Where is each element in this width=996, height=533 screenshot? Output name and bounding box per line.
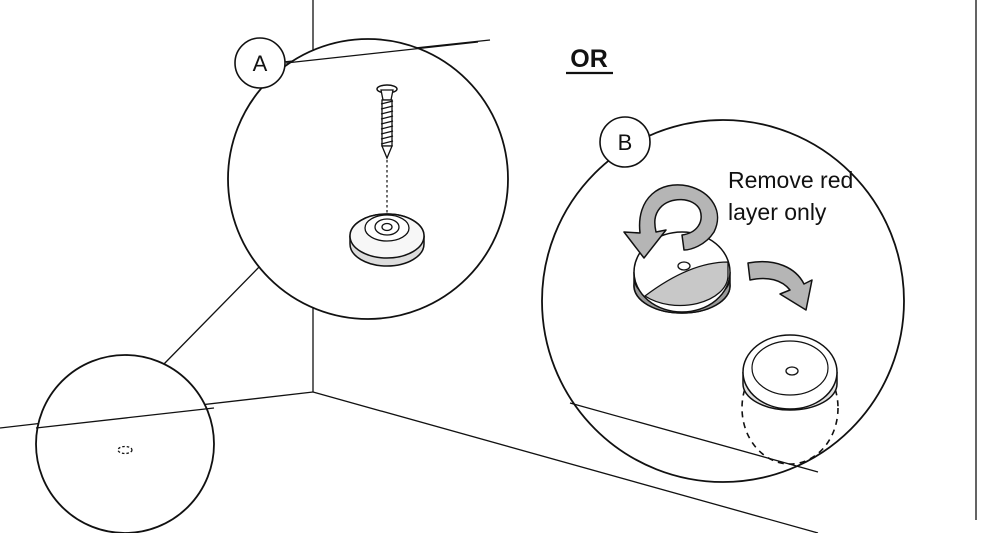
bumper-peel-icon (633, 231, 731, 314)
move-arrow-icon (747, 261, 813, 311)
bumper-with-hole-icon (349, 213, 425, 267)
instruction-line-1: Remove red (728, 167, 853, 193)
hole-mark-icon (117, 445, 133, 455)
label-a-text: A (253, 51, 268, 76)
or-label: OR (566, 45, 613, 75)
floor-edge-right (312, 391, 819, 533)
option-a-circle (227, 38, 509, 320)
zoom-leader-line (161, 263, 263, 367)
floor-detail-circle (35, 354, 215, 533)
peel-rotate-arrow-icon (623, 184, 719, 259)
label-b-badge: B (599, 116, 651, 168)
label-b-text: B (618, 130, 633, 155)
bumper-placed-icon (741, 334, 839, 465)
label-a-badge: A (234, 37, 286, 89)
screw-icon (376, 84, 398, 160)
option-b-circle: Remove red layer only (541, 119, 905, 483)
instruction-line-2: layer only (728, 199, 827, 225)
or-text: OR (570, 45, 608, 73)
